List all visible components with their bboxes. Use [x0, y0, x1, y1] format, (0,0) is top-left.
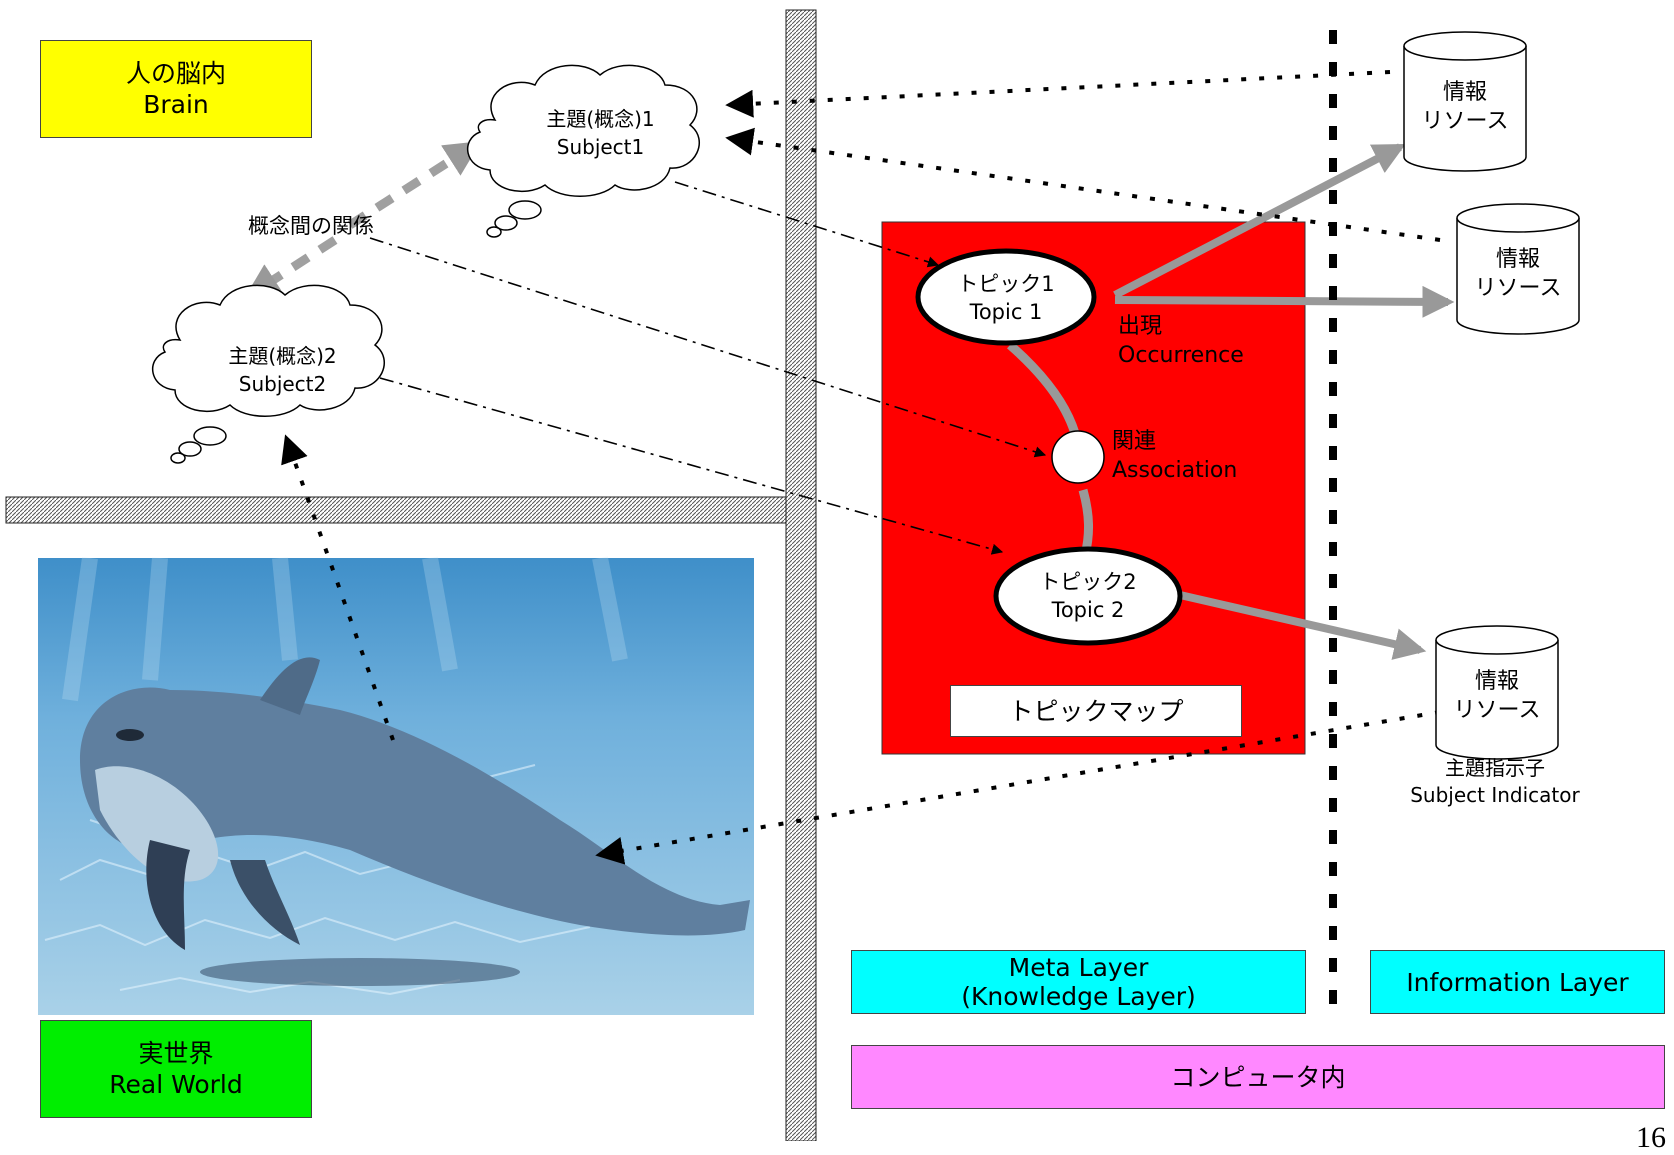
topic1-label: トピック1 Topic 1	[930, 270, 1082, 326]
association-label-en: Association	[1112, 458, 1238, 483]
dolphin-image	[38, 556, 754, 1015]
brain-label-en: Brain	[143, 90, 209, 119]
resource-label-2-line2: リソース	[1474, 276, 1562, 301]
resource-label-1-line2: リソース	[1421, 109, 1509, 134]
information-layer-box: Information Layer	[1370, 950, 1665, 1014]
occurrence-arrow-1	[1113, 143, 1406, 299]
subject1-to-topic1-arrow	[674, 181, 940, 268]
subject2-label-ja: 主題(概念)2	[228, 344, 337, 368]
resource-cylinder-2	[1456, 203, 1580, 335]
relation-label: 概念間の関係	[248, 214, 374, 238]
brain-label-ja: 人の脳内	[125, 59, 226, 88]
occurrence-label-en: Occurrence	[1118, 343, 1244, 368]
real-world-label-ja: 実世界	[138, 1039, 214, 1068]
computer-label: コンピュータ内	[1170, 1062, 1346, 1092]
resource-cylinder-1	[1403, 31, 1527, 172]
resource-label-3-line2: リソース	[1453, 698, 1541, 723]
subject1-label: 主題(概念)1 Subject1	[518, 105, 683, 161]
resource-label-1-line1: 情報	[1442, 80, 1487, 105]
occurrence-label: 出現 Occurrence	[1118, 312, 1244, 370]
brain-relation-arrow-up	[347, 141, 482, 229]
resource-label-3: 情報 リソース	[1436, 667, 1558, 725]
information-layer-label: Information Layer	[1406, 967, 1629, 997]
real-world-box: 実世界 Real World	[40, 1020, 312, 1118]
real-world-label-en: Real World	[109, 1070, 243, 1099]
subject-indicator-label-ja: 主題指示子	[1445, 756, 1545, 780]
meta-layer-line1: Meta Layer	[1008, 953, 1149, 982]
association-node	[1051, 430, 1105, 484]
brain-box: 人の脳内 Brain	[40, 40, 312, 138]
resource-cylinder-3	[1435, 625, 1559, 760]
association-label-ja: 関連	[1112, 429, 1157, 454]
subject1-label-en: Subject1	[556, 135, 645, 159]
topic-map-label: トピックマップ	[1008, 696, 1184, 726]
meta-layer-line2: (Knowledge Layer)	[961, 982, 1196, 1011]
subject-indicator-label: 主題指示子 Subject Indicator	[1390, 755, 1600, 809]
topic2-label-en: Topic 2	[1051, 598, 1125, 622]
subject2-label: 主題(概念)2 Subject2	[200, 342, 365, 398]
topic1-node	[915, 248, 1097, 346]
resource-label-3-line1: 情報	[1474, 669, 1519, 694]
subject2-to-topic2-arrow	[379, 377, 1004, 555]
subject-indicator-label-en: Subject Indicator	[1410, 783, 1580, 807]
meta-layer-box: Meta Layer (Knowledge Layer)	[851, 950, 1306, 1014]
topic1-label-en: Topic 1	[969, 300, 1043, 324]
resource-label-1: 情報 リソース	[1404, 78, 1526, 136]
topic1-label-ja: トピック1	[957, 272, 1055, 296]
topic2-node	[993, 546, 1183, 646]
vertical-divider	[785, 9, 817, 1141]
page-number: 16	[1636, 1121, 1666, 1154]
resource-label-2-line1: 情報	[1495, 247, 1540, 272]
association-line-lower	[1078, 488, 1094, 557]
resource-to-subject-arrow-1	[725, 70, 1391, 118]
resource-label-2: 情報 リソース	[1457, 245, 1579, 303]
association-label: 関連 Association	[1112, 427, 1237, 485]
brain-relation-arrow-down	[243, 236, 338, 299]
indicator-arrow	[1179, 591, 1427, 660]
subject2-cloud	[151, 284, 385, 464]
topic-map-label-box: トピックマップ	[950, 685, 1242, 737]
relation-to-association-arrow	[369, 237, 1047, 458]
occurrence-label-ja: 出現	[1118, 314, 1163, 339]
topic2-label-ja: トピック2	[1039, 570, 1137, 594]
subject1-cloud	[466, 64, 700, 238]
subject2-label-en: Subject2	[238, 372, 327, 396]
computer-box: コンピュータ内	[851, 1045, 1665, 1109]
topic2-label: トピック2 Topic 2	[1010, 568, 1166, 624]
subject1-label-ja: 主題(概念)1	[546, 107, 655, 131]
horizontal-divider	[5, 496, 789, 524]
occurrence-arrow-2	[1114, 285, 1455, 318]
